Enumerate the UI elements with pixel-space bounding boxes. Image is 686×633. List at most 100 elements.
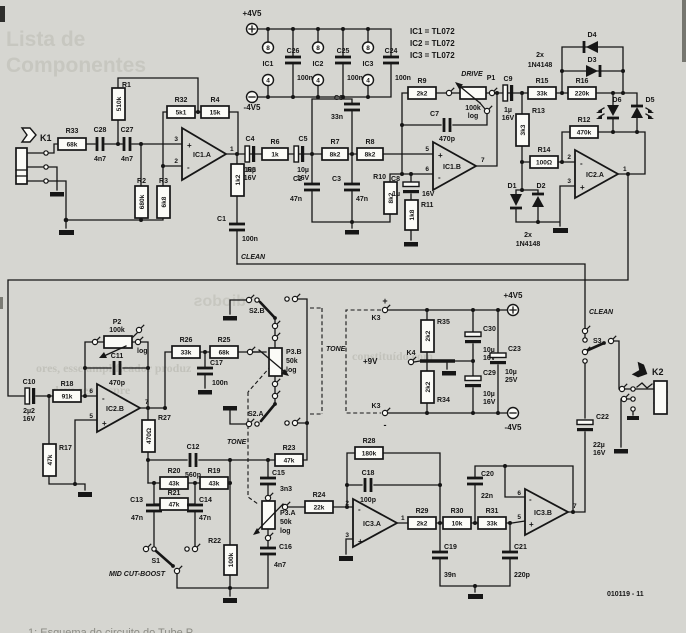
svg-text:D6: D6 [613, 97, 622, 104]
svg-text:R6: R6 [271, 139, 280, 146]
svg-text:8: 8 [316, 45, 320, 52]
svg-text:33k: 33k [487, 521, 498, 528]
svg-text:-: - [187, 163, 190, 172]
ic-note-2: IC2 = TL072 [410, 39, 455, 48]
svg-text:1N4148: 1N4148 [528, 62, 553, 69]
svg-text:470Ω: 470Ω [146, 428, 153, 444]
svg-text:R12: R12 [578, 117, 591, 124]
svg-text:47k: 47k [47, 454, 54, 465]
net-label-clean-2: CLEAN [589, 309, 614, 316]
diode-d1: D1 [508, 183, 522, 210]
power-bypass-block: +4V5 -4V5 8 IC1 4 8 IC2 4 8 IC3 4 C26100… [243, 9, 456, 112]
net-label-midcutboost: MID CUT-BOOST [109, 571, 166, 578]
svg-text:100Ω: 100Ω [536, 160, 552, 167]
svg-text:100k: 100k [109, 327, 125, 334]
svg-text:43k: 43k [169, 481, 180, 488]
svg-text:C2: C2 [293, 176, 302, 183]
svg-text:10µ: 10µ [505, 369, 517, 376]
svg-text:R3: R3 [159, 178, 168, 185]
svg-text:R33: R33 [66, 128, 79, 135]
capacitor-c25: C25 100n [335, 48, 363, 82]
svg-text:R11: R11 [421, 202, 434, 209]
svg-text:D5: D5 [646, 97, 655, 104]
svg-text:2µ2: 2µ2 [23, 408, 35, 415]
svg-text:1N4148: 1N4148 [516, 241, 541, 248]
svg-text:IC3.A: IC3.A [363, 521, 381, 528]
ic-note-3: IC3 = TL072 [410, 51, 455, 60]
dashed-links [247, 307, 381, 505]
net-label-drive: DRIVE [461, 71, 483, 78]
svg-text:R24: R24 [313, 492, 326, 499]
svg-text:D4: D4 [588, 32, 597, 39]
svg-text:C17: C17 [210, 360, 223, 367]
svg-text:220p: 220p [514, 572, 530, 579]
svg-text:R23: R23 [283, 445, 296, 452]
svg-text:-: - [102, 394, 105, 403]
svg-text:C25: C25 [337, 48, 350, 55]
svg-text:1: 1 [230, 146, 234, 153]
svg-text:560p: 560p [185, 472, 201, 479]
svg-text:5: 5 [89, 413, 93, 420]
svg-text:C4: C4 [246, 136, 255, 143]
svg-text:180k: 180k [362, 451, 377, 458]
switch-s1: S1 MID CUT-BOOST [109, 543, 201, 578]
svg-text:2k2: 2k2 [425, 381, 432, 392]
svg-text:-: - [580, 159, 583, 168]
svg-text:8k2: 8k2 [365, 152, 376, 159]
svg-text:R34: R34 [437, 397, 450, 404]
svg-text:R32: R32 [175, 97, 188, 104]
svg-text:510k: 510k [116, 96, 123, 111]
svg-text:C23: C23 [508, 346, 521, 353]
svg-text:+: + [382, 296, 387, 306]
svg-text:log: log [280, 528, 291, 535]
svg-text:S2.B: S2.B [249, 308, 265, 315]
svg-text:100n: 100n [347, 75, 363, 82]
svg-text:diodos: diodos [193, 293, 246, 310]
svg-text:5k1: 5k1 [176, 110, 187, 117]
svg-text:10µ: 10µ [297, 167, 309, 174]
svg-text:6: 6 [517, 490, 521, 497]
svg-text:6: 6 [89, 388, 93, 395]
svg-text:C19: C19 [444, 544, 457, 551]
svg-text:R15: R15 [536, 78, 549, 85]
svg-text:5: 5 [517, 514, 521, 521]
svg-text:100n: 100n [297, 75, 313, 82]
svg-text:Lista de: Lista de [6, 28, 85, 51]
svg-text:22n: 22n [481, 493, 493, 500]
svg-text:470k: 470k [577, 130, 592, 137]
svg-text:C26: C26 [287, 48, 300, 55]
svg-text:D2: D2 [537, 183, 546, 190]
svg-text:P3.B: P3.B [286, 349, 302, 356]
svg-text:+: + [580, 183, 585, 192]
svg-text:1µ: 1µ [392, 191, 400, 198]
svg-text:16V: 16V [502, 115, 515, 122]
svg-text:C3: C3 [332, 176, 341, 183]
